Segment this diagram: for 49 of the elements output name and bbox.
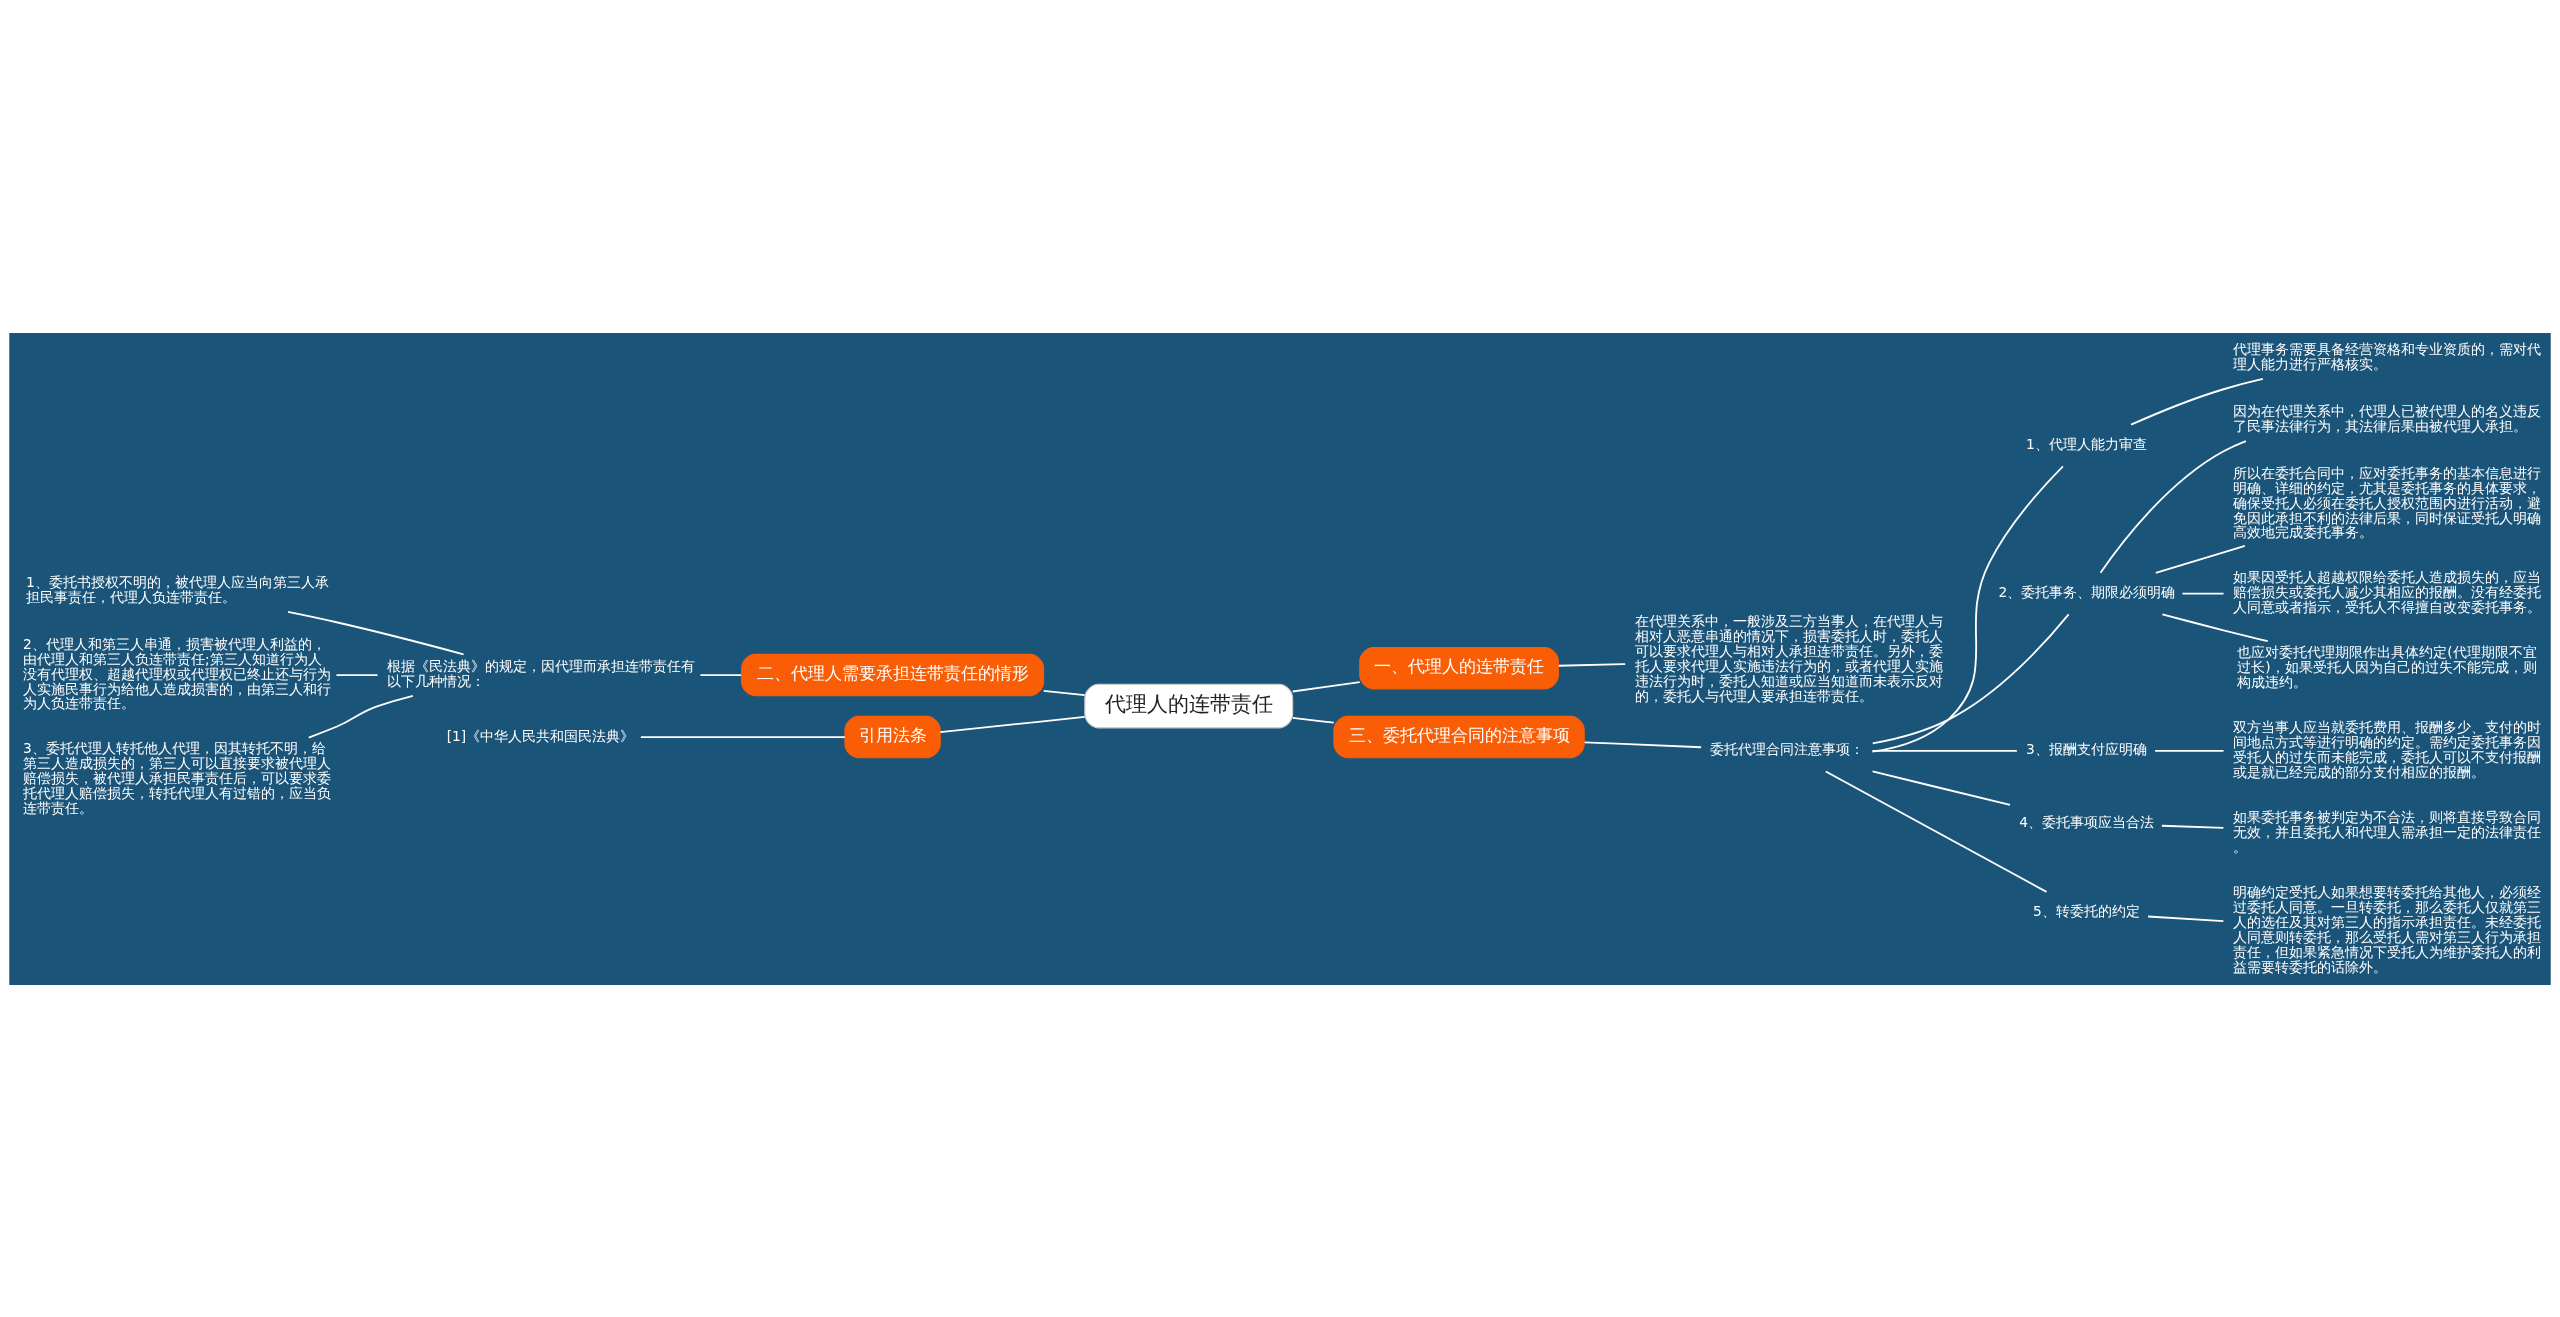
connector [1042,689,1086,696]
connector [1871,612,2070,744]
node-box: 三、委托代理合同的注意事项 [1333,715,1585,758]
connector [1583,740,1703,748]
connector [2099,439,2247,574]
node-text: 委托代理合同注意事项： [1710,740,1865,757]
connector [2147,915,2225,922]
node-text: 3、报酬支付应明确 [2026,740,2147,757]
connector [307,694,414,738]
connector [287,610,465,655]
connector [2130,377,2264,426]
node-box: 引用法条 [844,715,941,758]
node-box: 二、代理人需要承担连带责任的情形 [741,653,1045,696]
connector [1291,716,1335,724]
node-text: 代理事务需要具备经营资格和专业资质的，需对代理人能力进行严格核实。 [2232,340,2541,372]
node-text: 如果委托事务被判定为不合法，则将直接导致合同无效，并且委托人和代理人需承担一定的法律责任。 [2232,808,2541,855]
node-text: 2、代理人和第三人串通，损害被代理人利益的，由代理人和第三人负连带责任;第三人知道行为人没有代理权、超越代理权或代理权已终止还与行为人实施民事行为给他人造成损害的，由第三人和行为人负连带责任。 [23,635,332,711]
node-text: 双方当事人应当就委托费用、报酬多少、支付的时间地点方式等进行明确的约定。需约定委托事务因受托人的过失而未能完成，委托人可以不支付报酬或是就已经完成的部分支付相应的报酬。 [2232,718,2541,780]
node-text: [1]《中华人民共和国民法典》 [446,727,635,744]
node-text: 1、委托书授权不明的，被代理人应当向第三人承担民事责任，代理人负连带责任。 [25,573,329,605]
connector [335,673,379,676]
node-box: 代理人的连带责任 [1084,683,1294,728]
connector [1871,749,2018,752]
node-text: 因为在代理关系中，代理人已被代理人的名义违反了民事法律行为，其法律后果由被代理人承担。 [2232,402,2541,434]
node-text: 如果因受托人超越权限给委托人造成损失的，应当赔偿损失或委托人减少其相应的报酬。没有经委托人同意或者指示，受托人不得擅自改变委托事务。 [2232,568,2541,615]
connector [1291,680,1361,692]
connector [2154,749,2225,752]
node-text: 4、委托事项应当合法 [2019,813,2155,830]
connector [1557,662,1627,667]
connector [639,735,846,738]
node-text: 也应对委托代理期限作出具体约定(代理期限不宜过长)，如果受托人因为自己的过失不能完成，则构成违约。 [2237,643,2537,690]
connector [1871,770,2011,806]
connector [699,673,743,676]
connector [2160,824,2225,829]
connector [2161,612,2269,642]
node-text: 在代理关系中，一般涉及三方当事人，在代理人与相对人恶意串通的情况下，损害委托人时，委托人可以要求代理人与相对人承担连带责任。另外，委托人要求代理人实施违法行为的，或者代理人实施违法行为时，委托人知道或应当知道而未表示反对的，委托人与代理人要承担连带责任。 [1634,612,1943,704]
connector [1871,464,2064,753]
connector [2154,544,2246,574]
node-box: 一、代理人的连带责任 [1359,646,1559,689]
node-text: 根据《民法典》的规定，因代理而承担连带责任有以下几种情况： [386,657,695,689]
node-text: 明确约定受托人如果想要转委托给其他人，必须经过委托人同意。一旦转委托，那么委托人仅就第三人的选任及其对第三人的指示承担责任。未经委托人同意则转委托，那么受托人需对第三人行为承担责任，但如果紧急情况下受托人为维护委托人的利益需要转委托的话除外。 [2232,883,2541,975]
node-text: 1、代理人能力审查 [2026,435,2147,452]
node-text: 所以在委托合同中，应对委托事务的基本信息进行明确、详细的约定，尤其是委托事务的具体要求，确保受托人必须在委托人授权范围内进行活动，避免因此承担不利的法律后果，同时保证受托人明确高效地完成委托事务。 [2232,464,2541,540]
connector [2181,592,2225,594]
node-text: 3、委托代理人转托他人代理，因其转托不明，给第三人造成损失的，第三人可以直接要求被代理人赔偿损失，被代理人承担民事责任后，可以要求委托代理人赔偿损失，转托代理人有过错的，应当负连带责任。 [23,739,332,816]
connector [939,715,1086,733]
connector [1824,770,2048,893]
node-text: 5、转委托的约定 [2033,902,2140,919]
node-text: 2、委托事务、期限必须明确 [1998,583,2176,600]
